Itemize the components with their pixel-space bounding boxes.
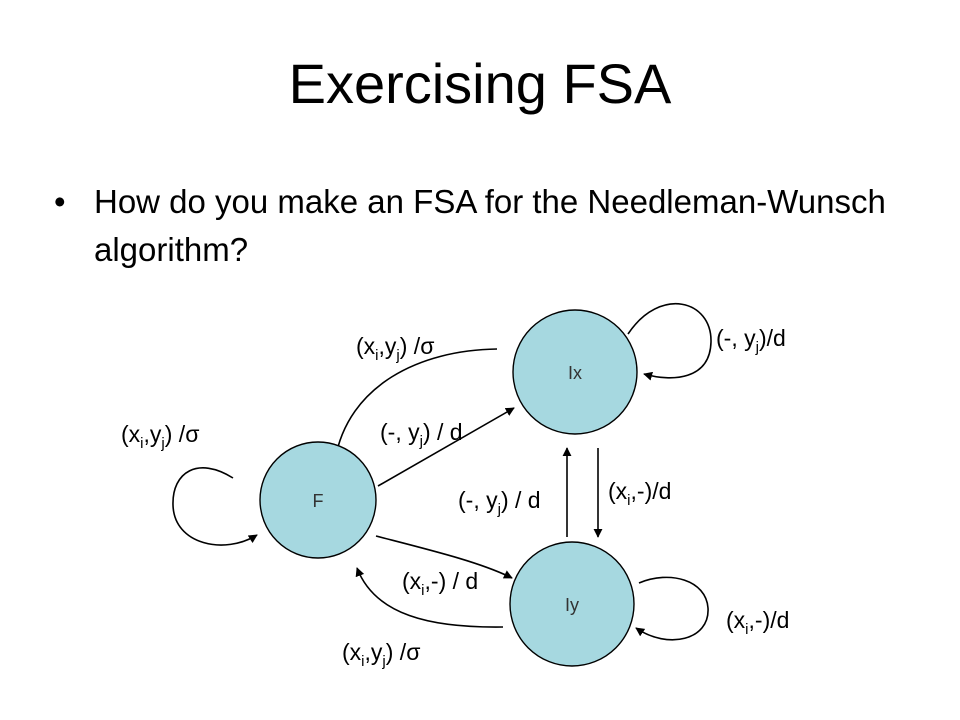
slide-title: Exercising FSA	[288, 52, 672, 115]
edge-ix-to-f	[331, 348, 498, 461]
state-iy-label: Iy	[565, 595, 579, 615]
state-iy-circle	[509, 541, 635, 667]
label-iy-to-ix: (-, yj​) / d	[458, 487, 541, 518]
edge-f-to-ix	[377, 407, 515, 487]
bullet-text: How do you make an FSA for the Needleman…	[94, 183, 886, 268]
state-ix-circle	[512, 309, 638, 435]
label-ix-to-iy: (xi​,-)/d	[608, 478, 671, 509]
label-iy-self: (xi​,-)/d	[726, 607, 789, 638]
state-f-circle	[259, 441, 377, 559]
bullet-marker: •	[54, 183, 66, 220]
edge-f-self-loop	[172, 467, 258, 546]
label-iy-to-f: (xi​,yj​) /σ	[342, 639, 420, 670]
state-f: F	[259, 441, 377, 559]
label-f-to-ix: (-, yj​) / d	[380, 419, 463, 450]
label-ix-to-f: (xi​,yj​) /σ	[356, 333, 434, 364]
label-f-self: (xi​,yj​) /σ	[121, 421, 199, 452]
label-f-to-iy: (xi​,-) / d	[402, 568, 478, 599]
state-f-label: F	[313, 491, 324, 511]
state-ix-label: Ix	[568, 363, 582, 383]
label-ix-self: (-, yj​)/d	[716, 325, 786, 356]
edge-iy-self-loop	[635, 576, 709, 641]
state-iy: Iy	[509, 541, 635, 667]
edge-ix-self-loop	[627, 303, 712, 381]
state-ix: Ix	[512, 309, 638, 435]
edge-iy-to-f	[355, 567, 504, 628]
edge-f-to-iy	[375, 535, 513, 579]
